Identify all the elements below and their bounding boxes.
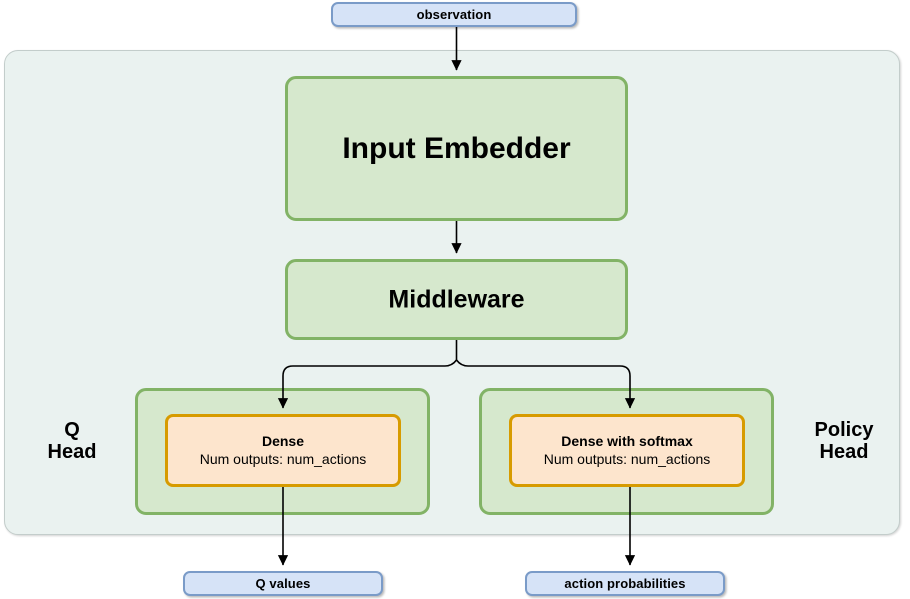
q-head-dense-subtitle: Num outputs: num_actions [199, 450, 367, 467]
q-head-dense-node: Dense Num outputs: num_actions [165, 414, 401, 487]
observation-label: observation [416, 7, 492, 22]
action-probabilities-output-node: action probabilities [525, 571, 725, 596]
policy-head-dense-title: Dense with softmax [561, 433, 693, 449]
policy-head-caption-line2: Head [819, 441, 869, 464]
middleware-node: Middleware [285, 259, 628, 340]
middleware-label: Middleware [388, 285, 525, 313]
q-values-output-node: Q values [183, 571, 383, 596]
q-head-caption-line2: Head [47, 441, 97, 464]
policy-head-dense-subtitle: Num outputs: num_actions [543, 450, 711, 467]
q-head-dense-title: Dense [261, 433, 305, 449]
q-head-caption: Q Head [20, 419, 124, 464]
policy-head-caption-line1: Policy [814, 419, 874, 441]
action-probabilities-label: action probabilities [564, 576, 686, 591]
q-values-label: Q values [255, 576, 311, 591]
policy-head-dense-node: Dense with softmax Num outputs: num_acti… [509, 414, 745, 487]
observation-node: observation [331, 2, 577, 27]
input-embedder-node: Input Embedder [285, 76, 628, 221]
q-head-caption-line1: Q [64, 419, 80, 441]
policy-head-caption: Policy Head [788, 419, 900, 464]
input-embedder-label: Input Embedder [342, 131, 571, 165]
